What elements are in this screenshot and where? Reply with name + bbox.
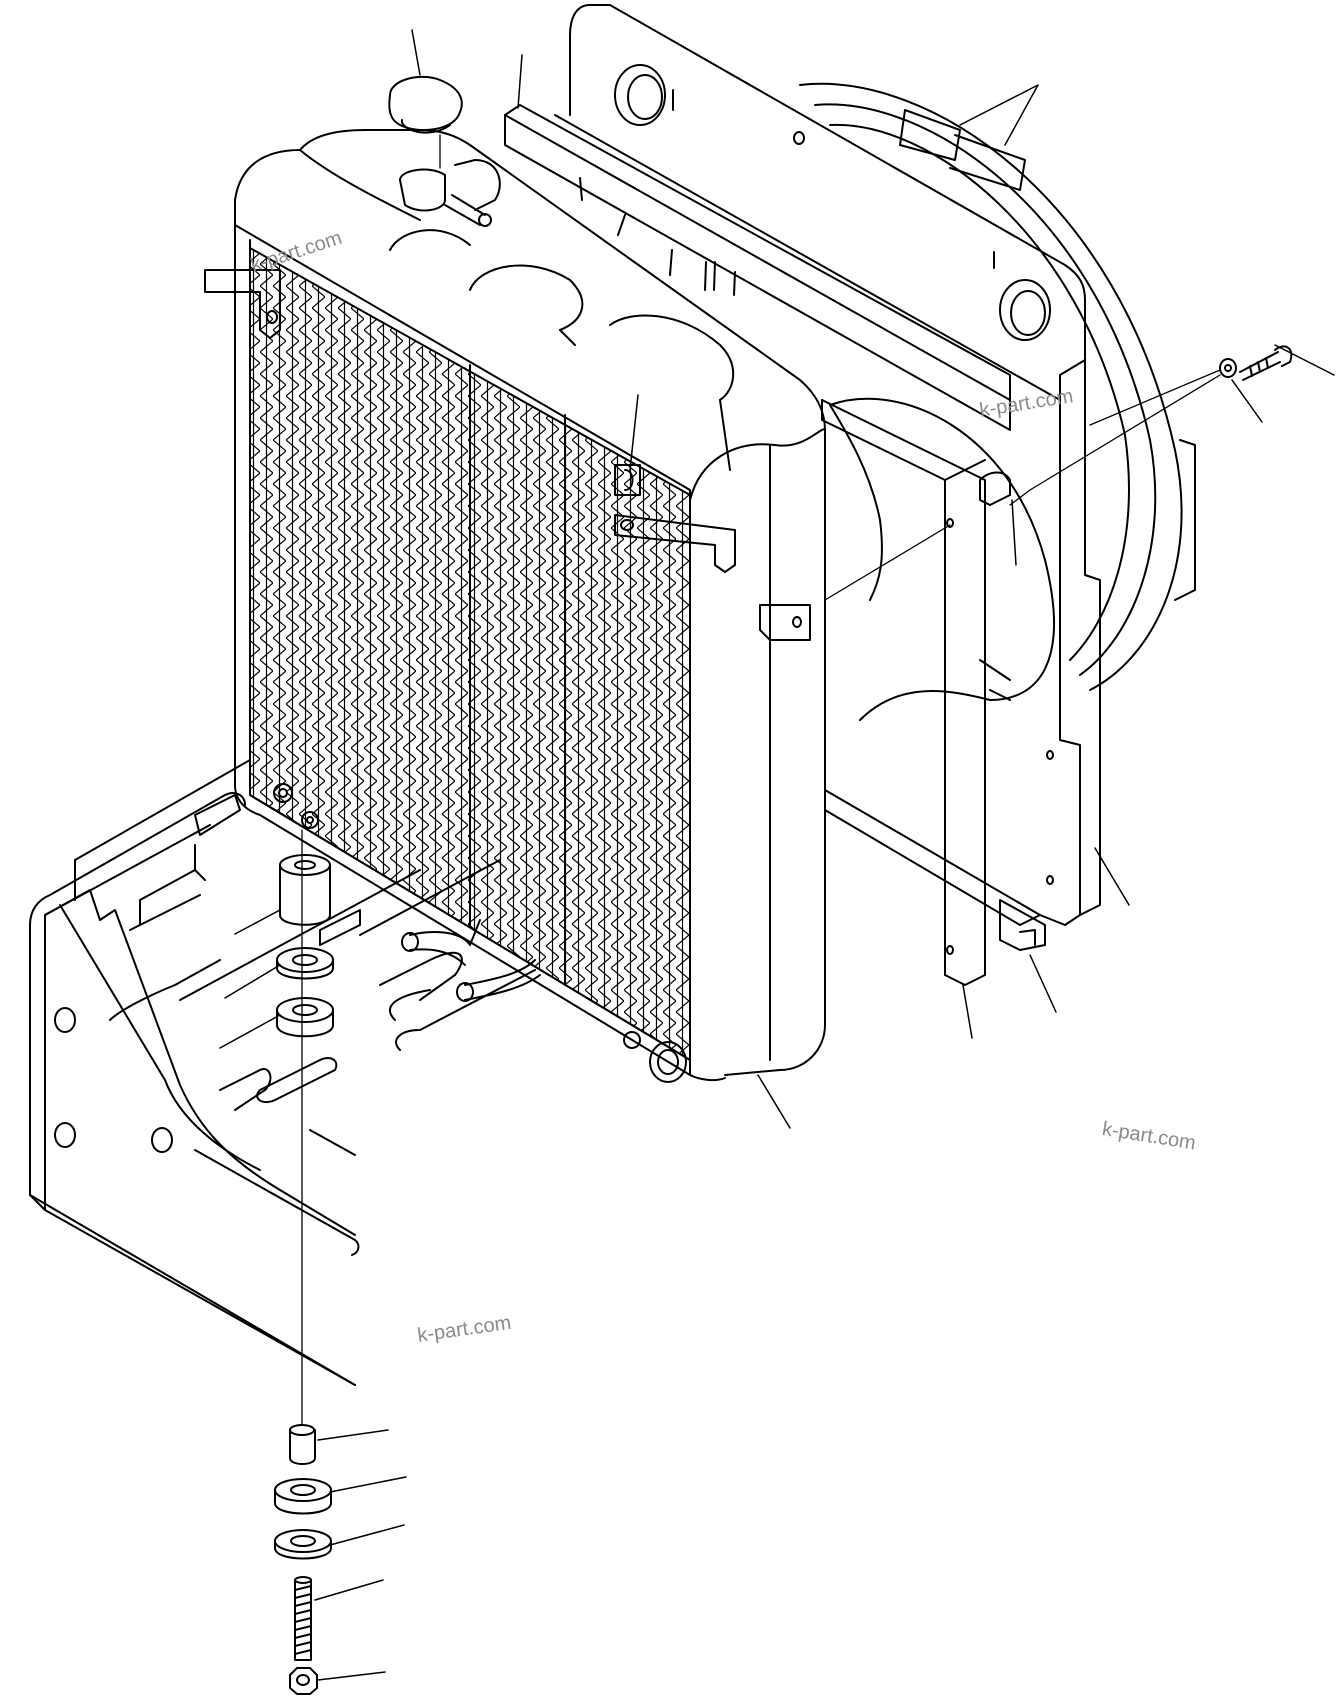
fan-shroud <box>554 4 1196 926</box>
radiator-cap <box>388 75 463 134</box>
mounting-frame <box>29 759 536 1386</box>
assembly-centerlines <box>301 134 1221 1426</box>
top-seal-strip <box>504 104 1011 431</box>
bottom-seal-strip <box>999 899 1046 951</box>
radiator <box>204 129 826 1083</box>
leader-lines <box>219 29 1335 1681</box>
shroud-bolt <box>1219 345 1293 381</box>
lower-mount-hardware <box>274 1424 332 1695</box>
upper-mount-isolators <box>276 854 334 1038</box>
